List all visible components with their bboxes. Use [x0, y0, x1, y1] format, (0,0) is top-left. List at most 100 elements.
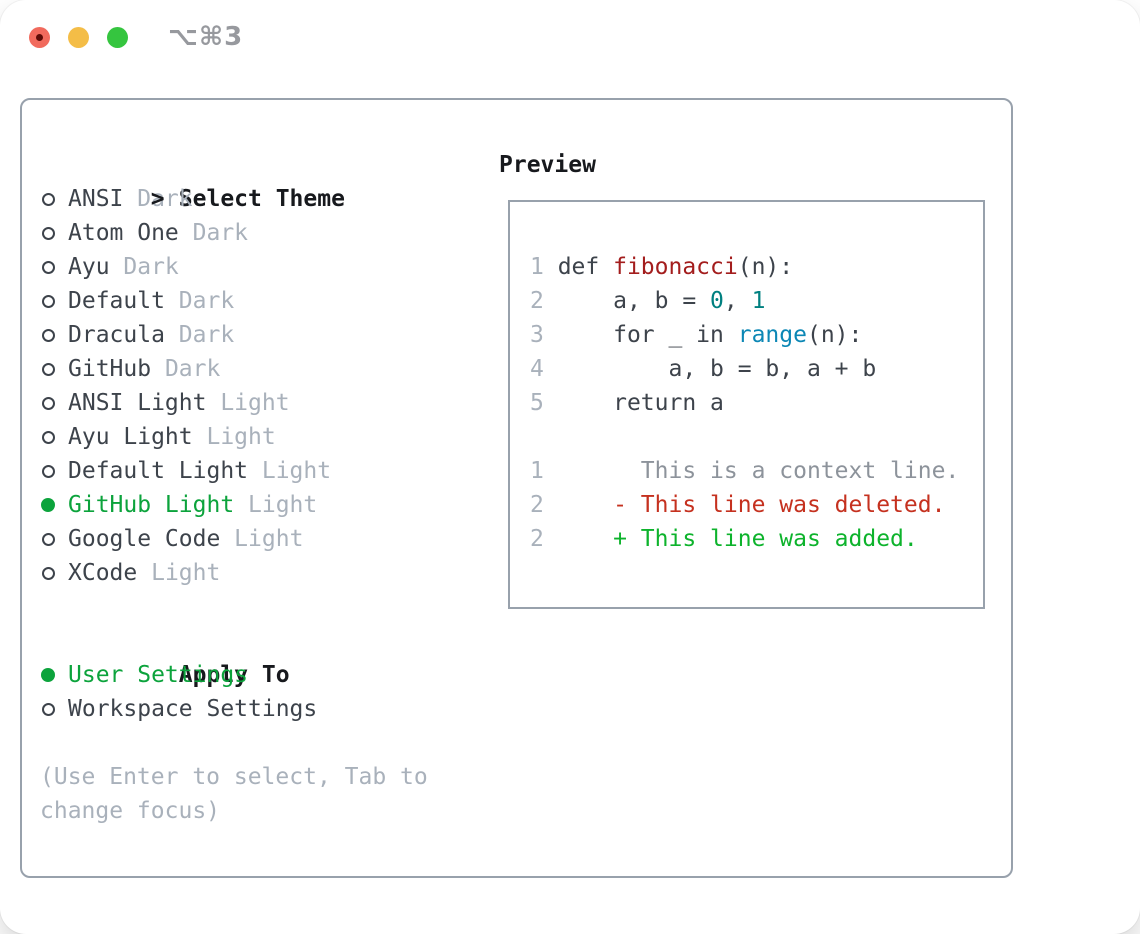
- apply-option-workspace-settings[interactable]: Workspace Settings: [40, 692, 490, 726]
- radio-unselected-icon: [40, 454, 68, 488]
- option-variant-label: Dark: [123, 186, 193, 212]
- token-code: (n):: [806, 322, 863, 348]
- radio-unselected-icon: [40, 386, 68, 420]
- empty-circle: [42, 329, 55, 342]
- radio-unselected-icon: [40, 182, 68, 216]
- filled-dot: [41, 668, 55, 682]
- token-code: a, b = b, a + b: [557, 356, 877, 382]
- close-button[interactable]: [29, 27, 50, 48]
- radio-unselected-icon: [40, 352, 68, 386]
- preview-line: 2 - This line was deleted.: [530, 488, 983, 522]
- token-code: def: [557, 254, 614, 280]
- option-label: Ayu Light: [68, 424, 193, 450]
- theme-option-default-light[interactable]: Default Light Light: [40, 454, 490, 488]
- empty-circle: [42, 363, 55, 376]
- select-theme-header: > Select Theme: [40, 148, 490, 212]
- token-number: 0: [710, 288, 724, 314]
- empty-circle: [42, 227, 55, 240]
- option-label: Default Light: [68, 458, 249, 484]
- preview-line: 2 + This line was added.: [530, 522, 983, 556]
- zoom-button[interactable]: [107, 27, 128, 48]
- radio-selected-icon: [40, 658, 68, 692]
- option-variant-label: Dark: [164, 288, 235, 314]
- spacer: [40, 590, 490, 624]
- token-code: return a: [557, 390, 724, 416]
- empty-circle: [42, 397, 55, 410]
- empty-circle: [42, 261, 55, 274]
- option-label: GitHub: [68, 356, 152, 382]
- radio-unselected-icon: [40, 692, 68, 726]
- option-variant-label: Light: [137, 560, 221, 586]
- line-number: 2: [530, 288, 558, 314]
- filled-dot: [41, 498, 55, 512]
- radio-unselected-icon: [40, 216, 68, 250]
- line-number: 1: [530, 458, 558, 484]
- option-label: Dracula: [68, 322, 165, 348]
- radio-unselected-icon: [40, 522, 68, 556]
- token-builtin: range: [737, 322, 807, 348]
- theme-option-ayu[interactable]: Ayu Dark: [40, 250, 490, 284]
- radio-selected-icon: [40, 488, 68, 522]
- token-context: This is a context line.: [557, 458, 960, 484]
- empty-circle: [42, 465, 55, 478]
- option-label: ANSI: [68, 186, 124, 212]
- option-label: XCode: [68, 560, 138, 586]
- preview-line: 4 a, b = b, a + b: [530, 352, 983, 386]
- window-title: ⌥⌘3: [168, 22, 244, 52]
- token-code: (n):: [737, 254, 794, 280]
- apply-option-user-settings[interactable]: User Settings: [40, 658, 490, 692]
- token-added: + This line was added.: [557, 526, 918, 552]
- preview-line: 3 for _ in range(n):: [530, 318, 983, 352]
- theme-option-dracula[interactable]: Dracula Dark: [40, 318, 490, 352]
- theme-option-github[interactable]: GitHub Dark: [40, 352, 490, 386]
- empty-circle: [42, 431, 55, 444]
- option-label: User Settings: [68, 662, 249, 688]
- empty-circle: [42, 703, 55, 716]
- keyboard-hint: (Use Enter to select, Tab to change focu…: [40, 764, 428, 824]
- preview-title: Preview: [499, 152, 596, 178]
- preview-line: [530, 420, 983, 454]
- line-number: 2: [530, 526, 558, 552]
- theme-option-ansi-light[interactable]: ANSI Light Light: [40, 386, 490, 420]
- theme-option-github-light[interactable]: GitHub Light Light: [40, 488, 490, 522]
- option-variant-label: Light: [234, 492, 318, 518]
- radio-unselected-icon: [40, 318, 68, 352]
- theme-option-google-code[interactable]: Google Code Light: [40, 522, 490, 556]
- apply-to-title: Apply To: [178, 662, 290, 688]
- line-number: 4: [530, 356, 558, 382]
- option-variant-label: Light: [248, 458, 332, 484]
- option-label: Atom One: [68, 220, 179, 246]
- empty-circle: [42, 295, 55, 308]
- line-number: 1: [530, 254, 558, 280]
- radio-unselected-icon: [40, 284, 68, 318]
- theme-option-xcode[interactable]: XCode Light: [40, 556, 490, 590]
- option-variant-label: Dark: [151, 356, 221, 382]
- theme-option-atom-one[interactable]: Atom One Dark: [40, 216, 490, 250]
- token-function: fibonacci: [613, 254, 738, 280]
- theme-option-ansi[interactable]: ANSI Dark: [40, 182, 490, 216]
- option-variant-label: Light: [206, 390, 290, 416]
- theme-option-default[interactable]: Default Dark: [40, 284, 490, 318]
- empty-circle: [42, 567, 55, 580]
- prompt-icon: >: [150, 186, 165, 212]
- token-code: a, b =: [557, 288, 711, 314]
- line-number: 3: [530, 322, 558, 348]
- option-label: Ayu: [68, 254, 110, 280]
- minimize-button[interactable]: [68, 27, 89, 48]
- radio-unselected-icon: [40, 420, 68, 454]
- theme-option-ayu-light[interactable]: Ayu Light Light: [40, 420, 490, 454]
- titlebar[interactable]: ⌥⌘3: [0, 0, 1140, 76]
- option-variant-label: Dark: [178, 220, 249, 246]
- option-variant-label: Dark: [109, 254, 179, 280]
- close-icon: [36, 34, 43, 41]
- apply-to-header: Apply To: [40, 624, 490, 688]
- option-label: Workspace Settings: [68, 696, 318, 722]
- select-theme-title: Select Theme: [178, 186, 345, 212]
